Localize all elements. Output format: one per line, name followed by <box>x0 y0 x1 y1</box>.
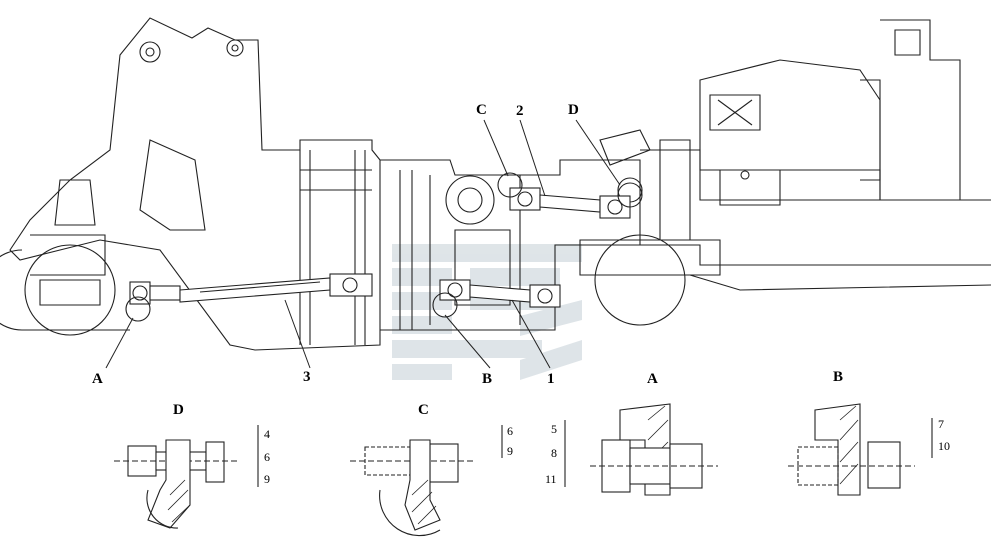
detail-d-part-2: 6 <box>264 450 270 464</box>
detail-c-part-1: 6 <box>507 424 513 438</box>
detail-a-part-2: 8 <box>551 446 557 460</box>
detail-d-part-1: 4 <box>264 427 270 441</box>
detail-d-part-3: 9 <box>264 472 270 486</box>
drive-shaft-1 <box>439 279 561 308</box>
detail-d-graphic <box>114 425 259 529</box>
detail-c-part-2: 9 <box>507 444 513 458</box>
callout-a: A <box>92 371 103 387</box>
detail-d-title: D <box>173 402 184 418</box>
callout-circles <box>125 172 643 322</box>
detail-a-title: A <box>647 371 658 387</box>
detail-b-part-2: 10 <box>938 439 950 453</box>
detail-c-graphic <box>350 425 503 537</box>
leader-lines <box>105 119 621 369</box>
detail-a-graphic <box>564 403 718 496</box>
detail-b-graphic <box>788 403 933 496</box>
watermark-logo <box>392 244 582 380</box>
rear-frame-engine <box>579 19 991 326</box>
detail-a-part-3: 11 <box>545 472 557 486</box>
detail-b-title: B <box>833 369 844 385</box>
callout-1: 1 <box>547 371 555 387</box>
detail-a-part-1: 5 <box>551 422 557 436</box>
callout-c: C <box>476 102 487 118</box>
callout-3: 3 <box>303 369 311 385</box>
drive-shaft-3 <box>129 273 373 305</box>
detail-c-title: C <box>418 402 429 418</box>
detail-b-part-1: 7 <box>938 417 944 431</box>
loader-frame <box>0 17 381 351</box>
callout-d: D <box>568 102 579 118</box>
callout-b: B <box>482 371 493 387</box>
callout-2: 2 <box>516 103 524 119</box>
drive-shaft-2 <box>509 187 631 219</box>
